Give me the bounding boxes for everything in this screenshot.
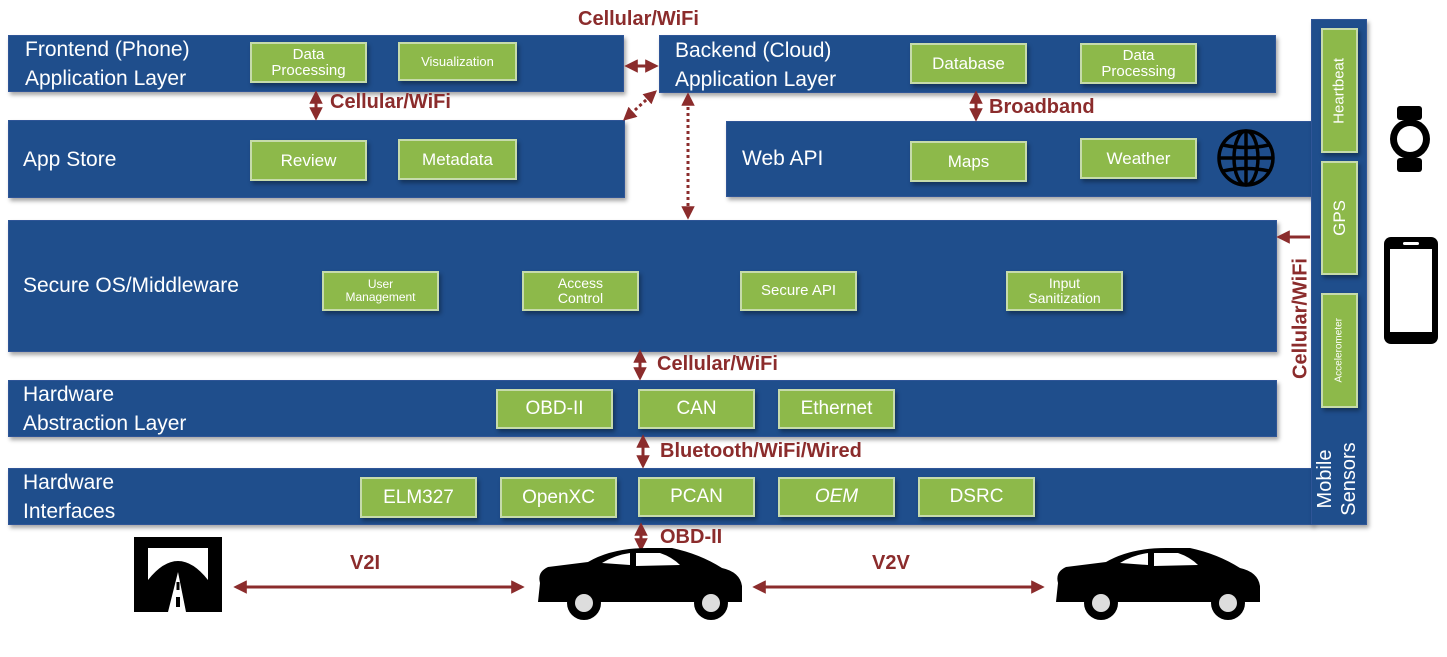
hwif-openxc: OpenXC	[500, 477, 617, 518]
globe-icon	[1217, 129, 1275, 187]
conn-label-v2i: V2I	[350, 552, 381, 574]
hwif-dsrc: DSRC	[918, 477, 1035, 517]
smartphone-icon	[1384, 237, 1438, 344]
appstore-review: Review	[250, 140, 367, 181]
secure-access-control: Access Control	[522, 271, 639, 311]
secure-input-sanitization: Input Sanitization	[1006, 271, 1123, 311]
conn-label-top: Cellular/WiFi	[578, 8, 699, 30]
hwif-elm327: ELM327	[360, 477, 477, 518]
secure-user-management: User Management	[322, 271, 439, 311]
frontend-layer-title: Frontend (Phone) Application Layer	[25, 38, 190, 90]
conn-label-hwif-car: OBD-II	[660, 526, 723, 548]
sensor-heartbeat: Heartbeat	[1321, 28, 1358, 153]
appstore-layer-title: App Store	[23, 148, 117, 171]
conn-label-backend-webapi: Broadband	[989, 96, 1095, 118]
hwif-pcan: PCAN	[638, 477, 755, 517]
hwif-oem: OEM	[778, 477, 895, 517]
sensor-gps: GPS	[1321, 161, 1358, 275]
hal-can: CAN	[638, 389, 755, 429]
webapi-layer: Web API	[726, 121, 1313, 197]
smartwatch-icon	[1390, 106, 1430, 172]
conn-label-hal-hwif: Bluetooth/WiFi/Wired	[660, 440, 862, 462]
sensor-accelerometer: Accelerometer	[1321, 293, 1358, 408]
frontend-data-processing: Data Processing	[250, 42, 367, 83]
hal-layer-title: Hardware Abstraction Layer	[23, 383, 187, 435]
secure-layer-title: Secure OS/Middleware	[23, 274, 239, 297]
hal-ethernet: Ethernet	[778, 389, 895, 429]
webapi-maps: Maps	[910, 141, 1027, 182]
backend-database: Database	[910, 43, 1027, 84]
conn-label-frontend-appstore: Cellular/WiFi	[330, 91, 451, 113]
appstore-metadata: Metadata	[398, 139, 517, 180]
car-icon-1	[538, 548, 742, 620]
arrow-backend-appstore-dotted	[622, 90, 658, 121]
webapi-layer-title: Web API	[742, 147, 824, 170]
webapi-weather: Weather	[1080, 138, 1197, 179]
backend-data-processing: Data Processing	[1080, 43, 1197, 84]
hwif-layer-title: Hardware Interfaces	[23, 471, 116, 523]
conn-label-v2v: V2V	[872, 552, 910, 574]
hal-obd2: OBD-II	[496, 389, 613, 429]
frontend-visualization: Visualization	[398, 42, 517, 81]
backend-layer-title: Backend (Cloud) Application Layer	[675, 39, 837, 91]
conn-label-secure-hal: Cellular/WiFi	[657, 353, 778, 375]
road-tunnel-icon	[134, 537, 222, 612]
car-icon-2	[1056, 548, 1260, 620]
secure-api: Secure API	[740, 271, 857, 311]
